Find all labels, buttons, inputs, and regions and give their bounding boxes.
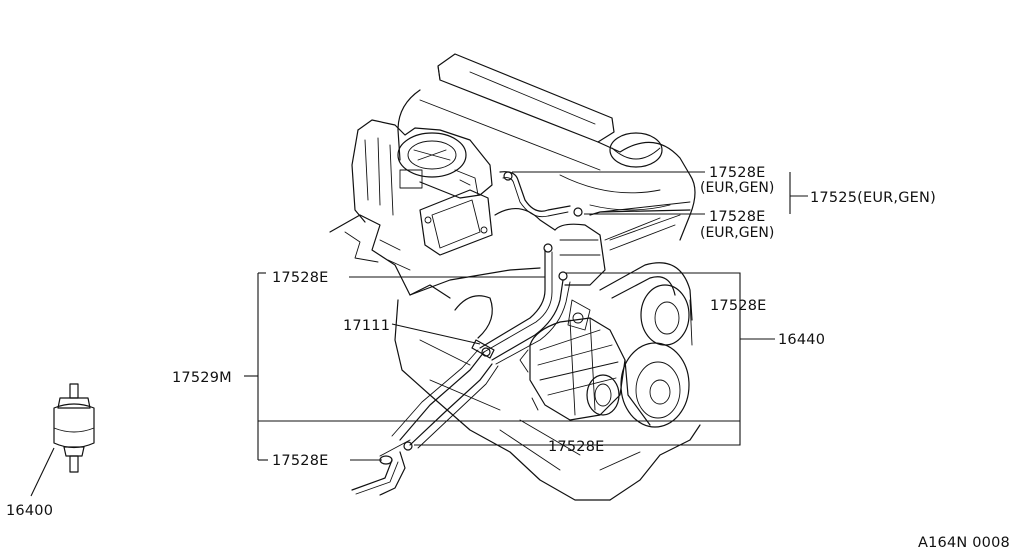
label-hose-clip-top-note: (EUR,GEN) [700, 180, 774, 196]
label-hose-assembly: 17525(EUR,GEN) [810, 190, 936, 206]
fuel-hoses [351, 171, 691, 496]
label-hose-clip-right: 17528E [710, 298, 767, 314]
label-fuel-hose-set: 17529M [172, 370, 232, 386]
fuel-filter [53, 383, 95, 473]
part-labels: 17528E (EUR,GEN) 17525(EUR,GEN) 17528E (… [6, 165, 1010, 551]
leader-lines [30, 171, 808, 497]
engine-illustration [329, 53, 701, 501]
label-hose-clip-left: 17528E [272, 270, 329, 286]
label-fuel-filter: 16400 [6, 503, 53, 519]
label-hose-clip-mid: 17528E [709, 209, 766, 225]
label-hose-clip-mid-note: (EUR,GEN) [700, 225, 774, 241]
label-pipe-clamp: 17111 [343, 318, 390, 334]
label-hose-clip-bottom-left: 17528E [272, 453, 329, 469]
label-hose-clip-top: 17528E [709, 165, 766, 181]
label-hose-clip-bottom-right: 17528E [548, 439, 605, 455]
label-fuel-pump: 16440 [778, 332, 825, 348]
diagram-code: A164N 0008 [918, 535, 1010, 551]
